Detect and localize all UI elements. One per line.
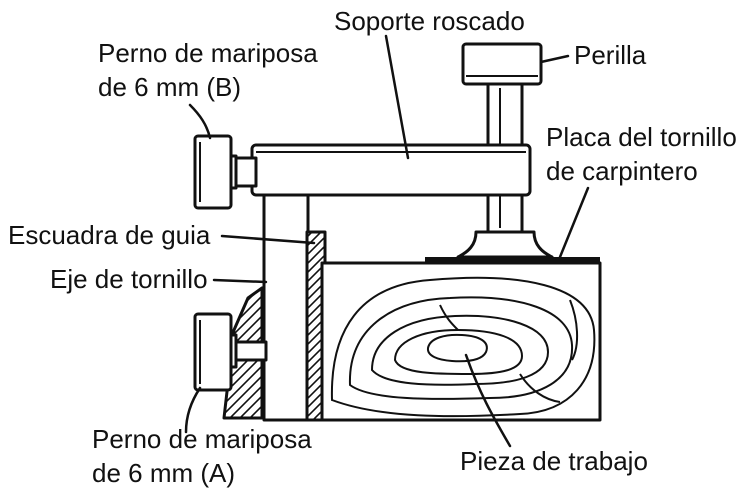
leader-perilla: [539, 54, 570, 64]
leader-soporte: [384, 34, 410, 160]
label-soporte-roscado: Soporte roscado: [334, 6, 525, 36]
wing-bolt-b: [193, 134, 258, 210]
label-perilla: Perilla: [574, 40, 647, 70]
swivel-foot: [456, 230, 554, 259]
knob: [461, 42, 543, 86]
label-perno-b-line1: Perno de mariposa: [98, 38, 318, 68]
label-perno-a-line2: de 6 mm (A): [92, 458, 235, 488]
leader-escuadra: [220, 234, 316, 245]
workpiece: [320, 261, 602, 422]
label-escuadra: Escuadra de guia: [8, 220, 211, 250]
leader-perno-b: [188, 103, 212, 140]
label-pieza: Pieza de trabajo: [460, 446, 648, 476]
label-perno-a-line1: Perno de mariposa: [92, 424, 312, 454]
screw-shaft: [262, 193, 310, 422]
leader-lines: [184, 34, 590, 448]
label-eje: Eje de tornillo: [50, 264, 208, 294]
leader-eje: [212, 278, 268, 284]
leader-pieza: [464, 353, 512, 448]
clamp-plate: [425, 257, 600, 263]
leader-perno-a: [184, 386, 202, 434]
leader-placa: [558, 186, 590, 259]
wing-bolt-a: [193, 312, 268, 392]
label-placa-line1: Placa del tornillo: [546, 122, 737, 152]
label-placa-line2: de carpintero: [546, 156, 698, 186]
label-perno-b-line2: de 6 mm (B): [98, 72, 241, 102]
